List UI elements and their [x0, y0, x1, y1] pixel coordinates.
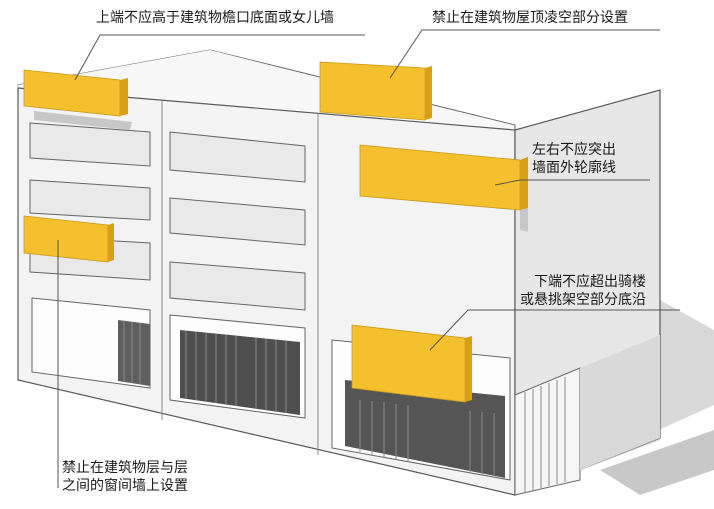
annotation-top-right: 禁止在建筑物屋顶凌空部分设置	[432, 10, 628, 26]
middle-bay-windows	[169, 131, 306, 311]
annotation-bottom-left-line-1: 禁止在建筑物层与层	[62, 460, 188, 476]
leader-right-lower	[429, 309, 680, 351]
sign-side-protruding	[359, 144, 528, 211]
annotation-right-middle-line-2: 墙面外轮廓线	[532, 160, 616, 176]
side-shutter	[524, 377, 566, 492]
annotation-right-lower-line-2: 或悬挑架空部分底沿	[520, 292, 646, 308]
leader-top-left	[74, 34, 365, 81]
sign-arcade	[351, 324, 472, 403]
annotation-right-middle: 左右不应突出 墙面外轮廓线	[532, 141, 616, 177]
ground-shadow-inner	[600, 430, 714, 495]
annotation-top-left: 上端不应高于建筑物檐口底面或女儿墙	[96, 10, 334, 26]
leader-top-right	[389, 29, 660, 79]
ground-shadow	[515, 300, 714, 495]
annotation-right-middle-line-1: 左右不应突出	[532, 142, 616, 158]
shutter-stripes	[123, 321, 495, 476]
annotation-bottom-left-line-2: 之间的窗间墙上设置	[62, 478, 188, 494]
side-inner-shadow	[580, 335, 660, 470]
side-arcade-opening	[514, 367, 581, 496]
annotation-bottom-left: 禁止在建筑物层与层 之间的窗间墙上设置	[62, 459, 188, 495]
sign-between-floors	[23, 215, 114, 263]
annotation-right-lower: 下端不应超出骑楼 或悬挑架空部分底沿	[520, 273, 646, 309]
annotation-right-lower-line-1: 下端不应超出骑楼	[534, 274, 646, 290]
sign-roof-edge-left	[23, 69, 128, 117]
leader-right-middle	[494, 179, 650, 186]
leader-lines	[57, 29, 680, 488]
sign-rooftop	[319, 61, 432, 121]
